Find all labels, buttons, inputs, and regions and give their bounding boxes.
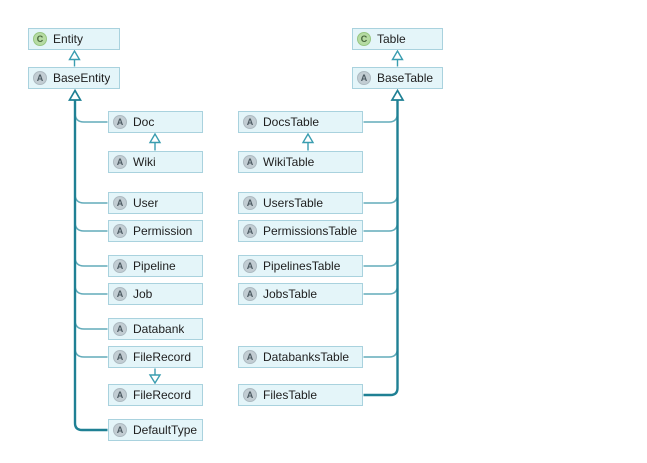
edge-permissionstable-basetable [363, 221, 399, 232]
abstract-class-icon: A [113, 196, 127, 210]
abstract-class-icon: A [113, 350, 127, 364]
edge-permission-baseentity [74, 221, 108, 232]
abstract-class-icon: A [243, 155, 257, 169]
abstract-class-icon: A [113, 423, 127, 437]
arrowhead-docstable [301, 132, 315, 144]
class-node-baseentity[interactable]: A BaseEntity [28, 67, 120, 89]
class-node-label: Pipeline [133, 259, 176, 273]
class-node-label: Permission [133, 224, 193, 238]
abstract-class-icon: A [243, 196, 257, 210]
abstract-class-icon: A [33, 71, 47, 85]
class-node-label: JobsTable [263, 287, 318, 301]
edge-databank-baseentity [74, 319, 108, 330]
class-node-label: Wiki [133, 155, 156, 169]
class-node-wiki[interactable]: A Wiki [108, 151, 203, 173]
class-node-label: FilesTable [263, 388, 318, 402]
edge-user-baseentity [74, 193, 108, 204]
class-node-wikitable[interactable]: A WikiTable [238, 151, 363, 173]
abstract-class-icon: A [357, 71, 371, 85]
class-node-filestable[interactable]: A FilesTable [238, 384, 363, 406]
class-node-doc[interactable]: A Doc [108, 111, 203, 133]
class-node-label: WikiTable [263, 155, 315, 169]
class-node-label: PipelinesTable [263, 259, 341, 273]
arrowhead-entity [68, 49, 81, 61]
edge-job-baseentity [74, 284, 108, 295]
abstract-class-icon: A [113, 322, 127, 336]
abstract-class-icon: A [243, 224, 257, 238]
class-node-label: User [133, 196, 159, 210]
class-node-pipeline[interactable]: A Pipeline [108, 255, 203, 277]
edge-pipelinestable-basetable [363, 256, 399, 267]
class-node-filerecord-1[interactable]: A FileRecord [108, 346, 203, 368]
arrowhead-baseentity [68, 88, 82, 101]
abstract-class-icon: A [113, 259, 127, 273]
class-node-docstable[interactable]: A DocsTable [238, 111, 363, 133]
class-node-databankstable[interactable]: A DatabanksTable [238, 346, 363, 368]
class-node-label: Entity [53, 32, 84, 46]
class-icon: C [357, 32, 371, 46]
edge-jobstable-basetable [363, 284, 399, 295]
edge-doc-baseentity [74, 112, 108, 123]
arrowhead-filerecord-2 [148, 374, 162, 385]
class-node-entity[interactable]: C Entity [28, 28, 120, 50]
abstract-class-icon: A [113, 287, 127, 301]
class-node-user[interactable]: A User [108, 192, 203, 214]
class-node-label: Doc [133, 115, 155, 129]
class-icon: C [33, 32, 47, 46]
class-node-userstable[interactable]: A UsersTable [238, 192, 363, 214]
class-node-job[interactable]: A Job [108, 283, 203, 305]
abstract-class-icon: A [243, 259, 257, 273]
edge-pipeline-baseentity [74, 256, 108, 267]
class-node-label: Databank [133, 322, 185, 336]
trunk-basetable [363, 100, 399, 397]
abstract-class-icon: A [243, 350, 257, 364]
class-node-permission[interactable]: A Permission [108, 220, 203, 242]
edge-docstable-basetable [363, 112, 399, 123]
class-node-label: PermissionsTable [263, 224, 358, 238]
abstract-class-icon: A [243, 287, 257, 301]
edge-userstable-basetable [363, 193, 399, 204]
class-node-filerecord-2[interactable]: A FileRecord [108, 384, 203, 406]
arrowhead-table [391, 49, 404, 61]
class-node-databank[interactable]: A Databank [108, 318, 203, 340]
class-node-label: DocsTable [263, 115, 320, 129]
class-node-defaulttype[interactable]: A DefaultType [108, 419, 203, 441]
class-node-label: FileRecord [133, 388, 192, 402]
class-node-permissionstable[interactable]: A PermissionsTable [238, 220, 363, 242]
abstract-class-icon: A [113, 388, 127, 402]
class-node-label: Job [133, 287, 153, 301]
abstract-class-icon: A [243, 115, 257, 129]
class-node-label: DatabanksTable [263, 350, 350, 364]
class-node-label: BaseEntity [53, 71, 111, 85]
arrowhead-basetable [390, 88, 405, 101]
abstract-class-icon: A [113, 224, 127, 238]
abstract-class-icon: A [243, 388, 257, 402]
edge-filerecord-baseentity [74, 347, 108, 358]
class-node-label: DefaultType [133, 423, 198, 437]
class-node-label: FileRecord [133, 350, 192, 364]
class-node-label: BaseTable [377, 71, 434, 85]
class-node-label: Table [377, 32, 406, 46]
arrowhead-doc [148, 132, 162, 144]
class-node-table[interactable]: C Table [352, 28, 443, 50]
class-node-basetable[interactable]: A BaseTable [352, 67, 443, 89]
class-node-pipelinestable[interactable]: A PipelinesTable [238, 255, 363, 277]
abstract-class-icon: A [113, 155, 127, 169]
class-node-label: UsersTable [263, 196, 324, 210]
edge-databankstable-basetable [363, 347, 399, 358]
class-node-jobstable[interactable]: A JobsTable [238, 283, 363, 305]
trunk-baseentity [73, 100, 108, 432]
abstract-class-icon: A [113, 115, 127, 129]
